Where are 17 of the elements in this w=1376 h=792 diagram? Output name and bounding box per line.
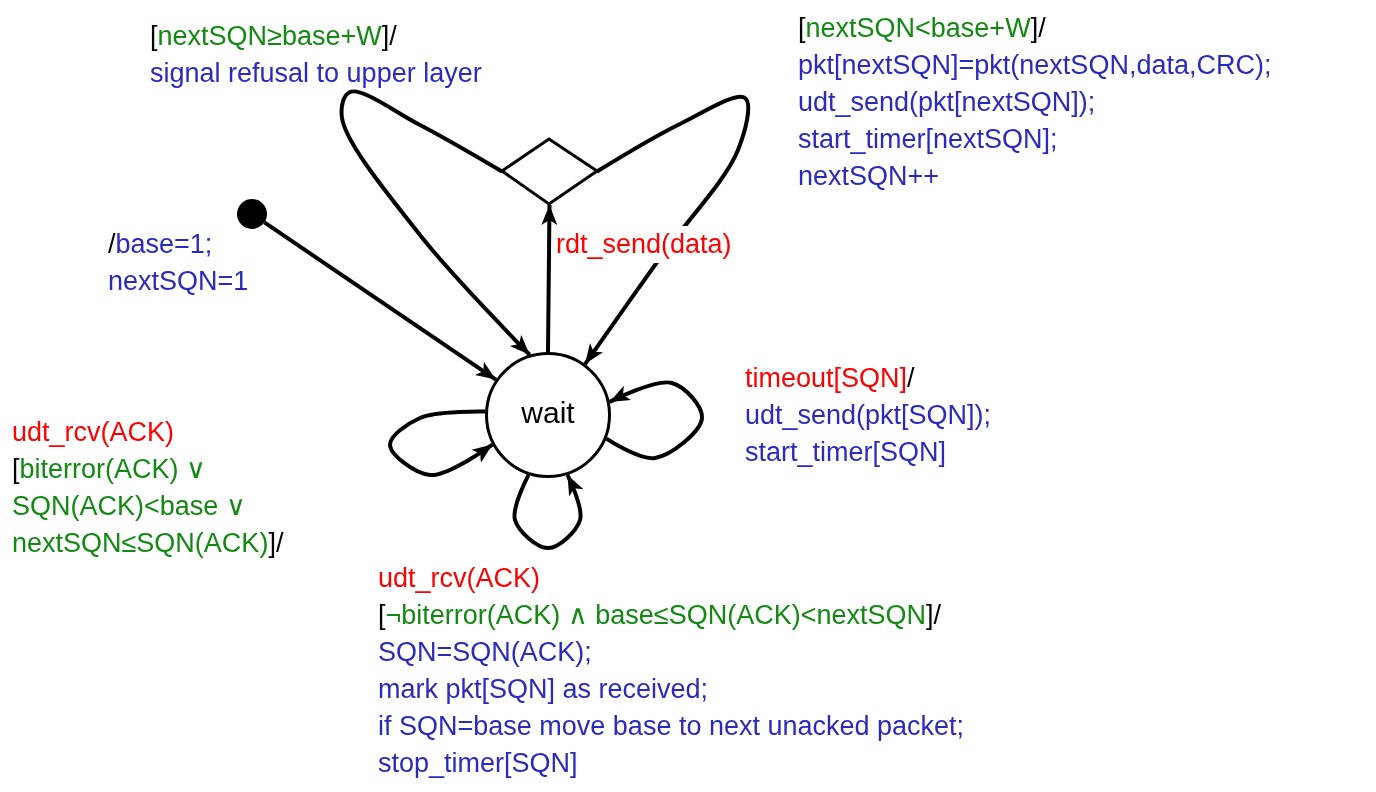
edge-label: [nextSQN<base+W]/ pkt[nextSQN]=pkt(nextSQN,data,CRC); udt_send(pkt[nextSQN]); start_timer[nextSQN]; nextSQN++: [798, 12, 1273, 193]
edge-label: /base=1; nextSQN=1: [108, 228, 250, 298]
transition-arrow: [512, 474, 584, 550]
edge-label: udt_rcv(ACK) [¬biterror(ACK) ∧ base≤SQN(ACK)<nextSQN]/ SQN=SQN(ACK); mark pkt[SQN] as received; if SQN=base move base to next unacked packet; stop_timer[SQN]: [378, 562, 966, 780]
edge-label: timeout[SQN]/ udt_send(pkt[SQN]); start_timer[SQN]: [745, 362, 993, 469]
edge-label: udt_rcv(ACK) [biterror(ACK) ∨ SQN(ACK)<base ∨ nextSQN≤SQN(ACK)]/: [12, 416, 285, 560]
transition-arrow: [583, 94, 751, 366]
edge-label: [nextSQN≥base+W]/ signal refusal to upper layer: [150, 20, 483, 90]
choice-diamond: [500, 137, 599, 206]
initial-state-dot: [237, 199, 267, 229]
transition-arrow: [605, 380, 704, 461]
transition-arrow: [388, 409, 494, 477]
transition-arrow: [339, 89, 531, 357]
transition-arrow: [541, 204, 558, 353]
state-name: wait: [521, 396, 575, 430]
transition-arrow: [263, 220, 497, 382]
edge-label: rdt_send(data): [556, 226, 732, 263]
